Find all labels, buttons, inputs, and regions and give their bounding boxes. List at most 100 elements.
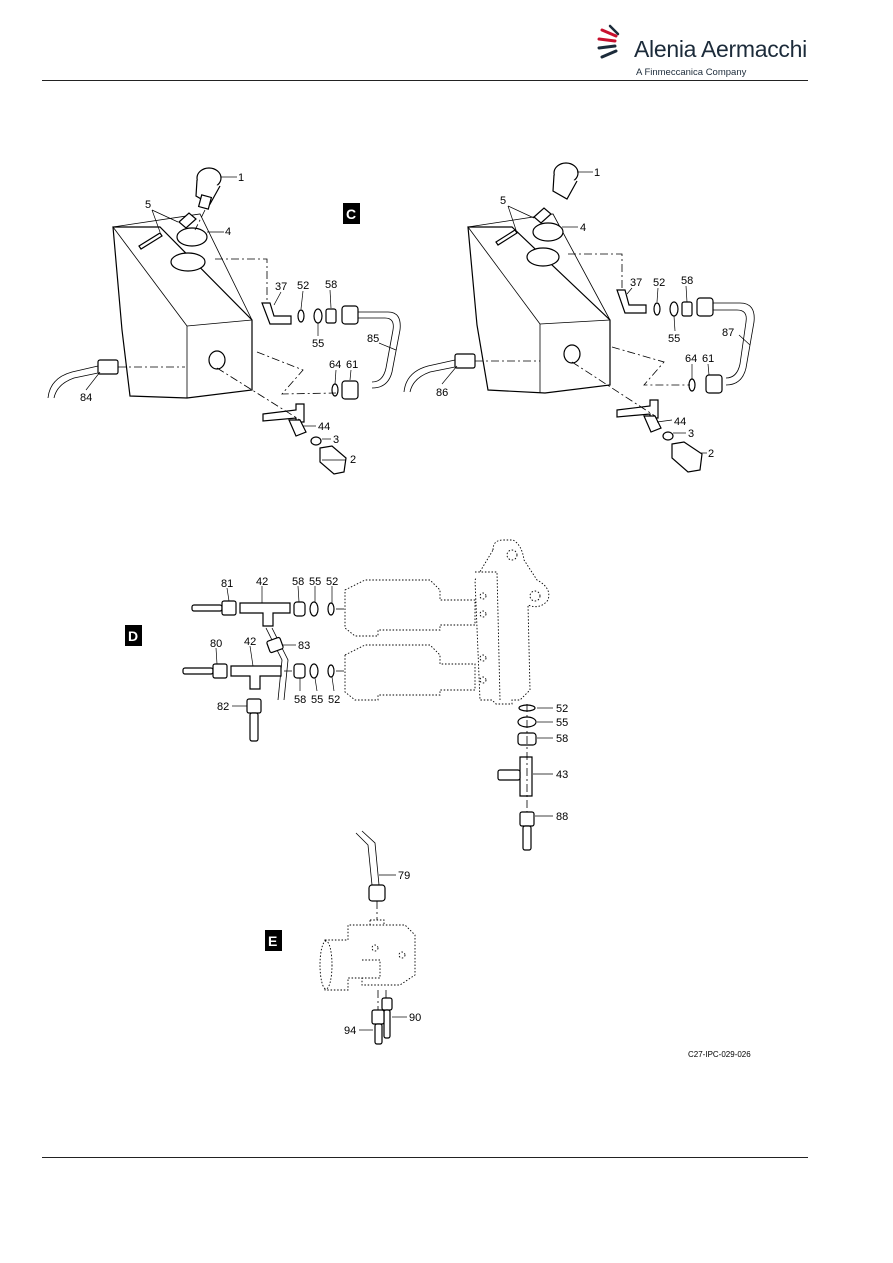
view-c-left-assembly	[47, 167, 401, 475]
outlet-port	[563, 344, 581, 364]
lower-valve-body	[344, 644, 476, 701]
brand-logo: Alenia Aermacchi A Finmeccanica Company	[596, 22, 807, 82]
callout: 80	[210, 638, 222, 650]
washer-52	[653, 302, 661, 316]
callout: 42	[244, 636, 256, 648]
nut-58	[325, 308, 337, 324]
valve-housing-edge	[475, 571, 501, 701]
centerline-drain	[216, 367, 301, 421]
nut-81	[221, 600, 237, 616]
callout: 83	[298, 640, 310, 652]
view-c-badge	[343, 203, 360, 224]
centerline-filler	[568, 253, 623, 288]
callout: 58	[681, 275, 693, 287]
washer-52-upper	[327, 602, 335, 616]
washer-3	[310, 436, 322, 446]
view-d-callouts: 81 42 58 55 52 80 42 83 58 55 52 82 52 5…	[210, 576, 568, 823]
tee-fitting	[616, 399, 659, 419]
nut-58-lower	[293, 663, 306, 679]
centerline-drain	[571, 361, 656, 417]
callout: 88	[556, 811, 568, 823]
pipe-84-inner	[53, 372, 99, 399]
hose-lower-fitting	[341, 380, 359, 400]
tank-top-edge	[112, 213, 253, 321]
callout: 52	[556, 703, 568, 715]
tee-42-upper	[239, 602, 291, 627]
outlet-port	[208, 350, 226, 370]
callout: 37	[630, 277, 642, 289]
tee-43	[519, 756, 533, 797]
centerline-outlet	[611, 346, 690, 386]
hose-87-outer	[713, 302, 755, 386]
nut-90	[381, 997, 393, 1011]
upper-valve-body	[344, 579, 476, 637]
washer-55	[313, 308, 323, 324]
nut-88	[519, 811, 535, 827]
callout: 94	[344, 1025, 356, 1037]
callout: 1	[594, 167, 600, 179]
filler-cap-stem	[197, 194, 213, 210]
header-rule	[42, 80, 808, 81]
washer-55	[669, 301, 679, 317]
elbow-fitting	[616, 289, 647, 314]
callout: 5	[500, 195, 506, 207]
screw	[138, 232, 163, 250]
callout: 42	[256, 576, 268, 588]
callout: 2	[708, 448, 714, 460]
pipe-86-inner	[409, 366, 456, 393]
filler-bracket	[178, 212, 197, 229]
nut-94	[371, 1009, 385, 1025]
callout: 58	[294, 694, 306, 706]
tank-top-edge	[467, 213, 611, 321]
nut-82	[246, 698, 262, 714]
alenia-aermacchi-swoosh-logo-icon	[597, 24, 620, 59]
hose-85-outer	[358, 311, 401, 389]
tank-front-edge	[186, 319, 253, 327]
view-c-right-assembly	[403, 162, 755, 473]
callout: 82	[217, 701, 229, 713]
callout: 52	[653, 277, 665, 289]
filler-bracket	[533, 207, 552, 224]
callout: 52	[328, 694, 340, 706]
view-c-letter: C	[346, 206, 356, 222]
view-e-badge	[265, 930, 282, 951]
hose-end-fitting	[696, 297, 714, 317]
callout: 52	[297, 280, 309, 292]
callout: 86	[436, 387, 448, 399]
hose-87-inner	[713, 309, 747, 379]
pipe-90	[383, 1009, 391, 1039]
brand-tagline: A Finmeccanica Company	[636, 67, 747, 78]
tank-body	[112, 226, 253, 399]
tank-slope-edge	[467, 226, 541, 325]
callout: 3	[688, 428, 694, 440]
pipe-94	[374, 1023, 383, 1045]
view-d-letter: D	[128, 628, 138, 644]
callout: 58	[292, 576, 304, 588]
callout: 4	[225, 226, 231, 238]
view-d-assembly	[182, 539, 550, 851]
callout: 5	[145, 199, 151, 211]
tee-42-lower	[230, 665, 282, 690]
callout: 90	[409, 1012, 421, 1024]
pipe-82	[249, 712, 259, 742]
callout: 87	[722, 327, 734, 339]
callout: 52	[326, 576, 338, 588]
tee-branch	[643, 415, 662, 433]
filler-port	[526, 247, 560, 267]
callout: 64	[329, 359, 341, 371]
washer-55-lower	[309, 663, 319, 679]
view-c-left-callouts: 1 5 4 37 52 58 55 85 64 61 84 44 3 2	[80, 172, 397, 466]
callout: 44	[318, 421, 330, 433]
callout: 64	[685, 353, 697, 365]
pipe-86-outer	[403, 359, 456, 393]
drain-plug	[671, 441, 703, 473]
callout: 79	[398, 870, 410, 882]
pipe-88	[522, 825, 532, 851]
view-c-right-callouts: 1 5 4 37 52 58 55 87 64 61 86 44 3 2	[436, 167, 751, 460]
callout: 44	[674, 416, 686, 428]
hose-lower-fitting	[705, 374, 723, 394]
nut-58-upper	[293, 601, 306, 617]
washer-64	[331, 383, 339, 397]
filler-cap-body	[552, 174, 578, 200]
